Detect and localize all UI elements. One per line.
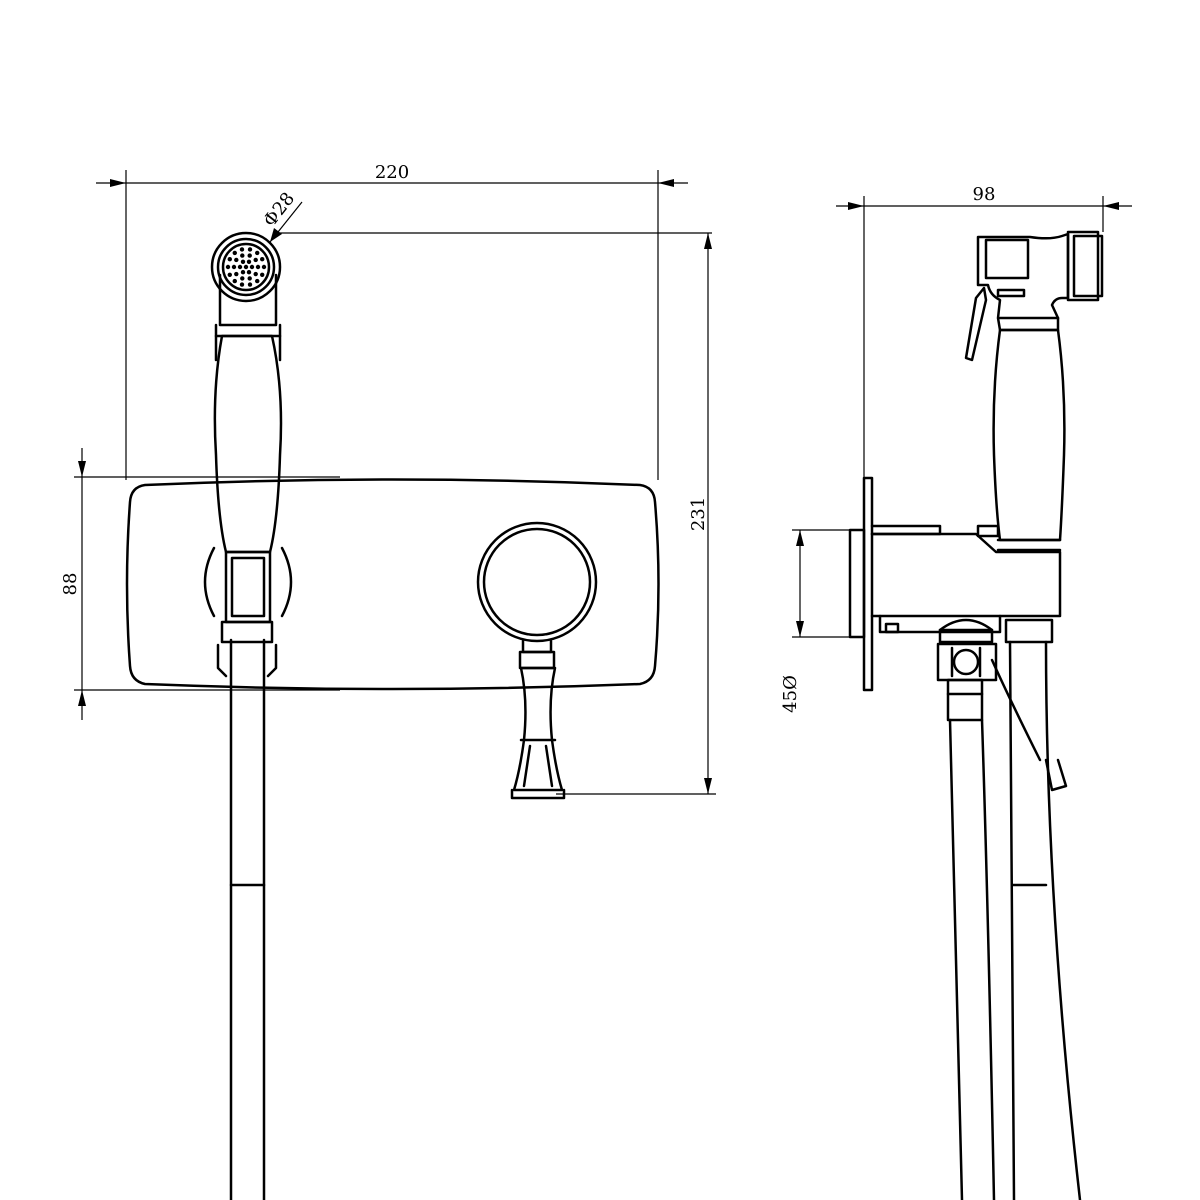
nozzle-dot	[255, 264, 261, 270]
nozzle-dot	[247, 282, 253, 287]
nozzle-dot	[260, 272, 265, 278]
nozzle-dot	[234, 257, 239, 263]
nozzle-dot	[246, 259, 252, 265]
nozzle-dot	[240, 253, 245, 258]
nozzle-dot	[240, 259, 246, 265]
hose-connector	[936, 618, 998, 722]
dim-depth-98: 98	[836, 184, 1132, 480]
dim-plate-label: 88	[60, 573, 81, 596]
nozzle-dot	[231, 264, 237, 270]
nozzle-dot	[261, 264, 267, 270]
dim-width-220: 220	[96, 162, 688, 480]
shower-head-front	[210, 231, 282, 303]
spray-nozzles	[225, 247, 267, 287]
shower-neck	[214, 273, 282, 362]
nozzle-dot	[234, 271, 239, 277]
wall-plate	[125, 478, 660, 691]
nozzle-dot	[253, 271, 258, 277]
holder-bracket	[203, 546, 293, 624]
nozzle-dot	[239, 282, 245, 287]
dim-plate-88: 88	[60, 448, 340, 720]
mixer-knob	[476, 521, 598, 654]
valve-body	[870, 524, 1062, 634]
nozzle-dot	[225, 264, 231, 270]
wall-flange	[848, 476, 942, 692]
nozzle-dot	[247, 247, 253, 252]
shower-handle	[213, 334, 283, 554]
nozzle-dot	[227, 256, 232, 262]
side-view: 98 45Ø	[780, 184, 1132, 1200]
side-handle	[992, 328, 1066, 542]
dim-height-231: 231	[556, 233, 716, 795]
dim-inset-label: 45Ø	[780, 675, 801, 713]
nozzle-dot	[240, 276, 245, 281]
nozzle-dot	[260, 256, 265, 262]
dim-head-diameter-label: Φ28	[259, 188, 299, 231]
nozzle-dot	[247, 253, 252, 258]
nozzle-dot	[247, 276, 252, 281]
nozzle-dot	[237, 264, 243, 270]
side-hose-outer	[948, 718, 1048, 1200]
front-view: 220 Φ28 231 88	[60, 162, 716, 1200]
dim-head-diameter: Φ28	[259, 188, 712, 243]
dim-width-label: 220	[375, 162, 409, 183]
dim-height-label: 231	[688, 497, 709, 531]
nozzle-dot	[246, 269, 252, 275]
nozzle-dot	[240, 269, 246, 275]
nozzle-dot	[239, 247, 245, 252]
nozzle-dot	[232, 278, 237, 284]
front-hose	[216, 620, 278, 1200]
mixer-lever	[510, 650, 566, 800]
trigger-lever	[964, 286, 988, 362]
nozzle-dot	[232, 250, 237, 256]
side-hose-inner	[990, 618, 1082, 1200]
nozzle-dot	[253, 257, 258, 263]
dim-inset-45: 45Ø	[780, 529, 860, 713]
nozzle-dot	[243, 264, 249, 270]
dim-depth-label: 98	[973, 184, 996, 205]
nozzle-dot	[255, 250, 260, 256]
nozzle-dot	[227, 272, 232, 278]
nozzle-dot	[249, 264, 255, 270]
nozzle-dot	[255, 278, 260, 284]
shower-head-side	[976, 230, 1104, 332]
side-neck	[996, 538, 1062, 552]
